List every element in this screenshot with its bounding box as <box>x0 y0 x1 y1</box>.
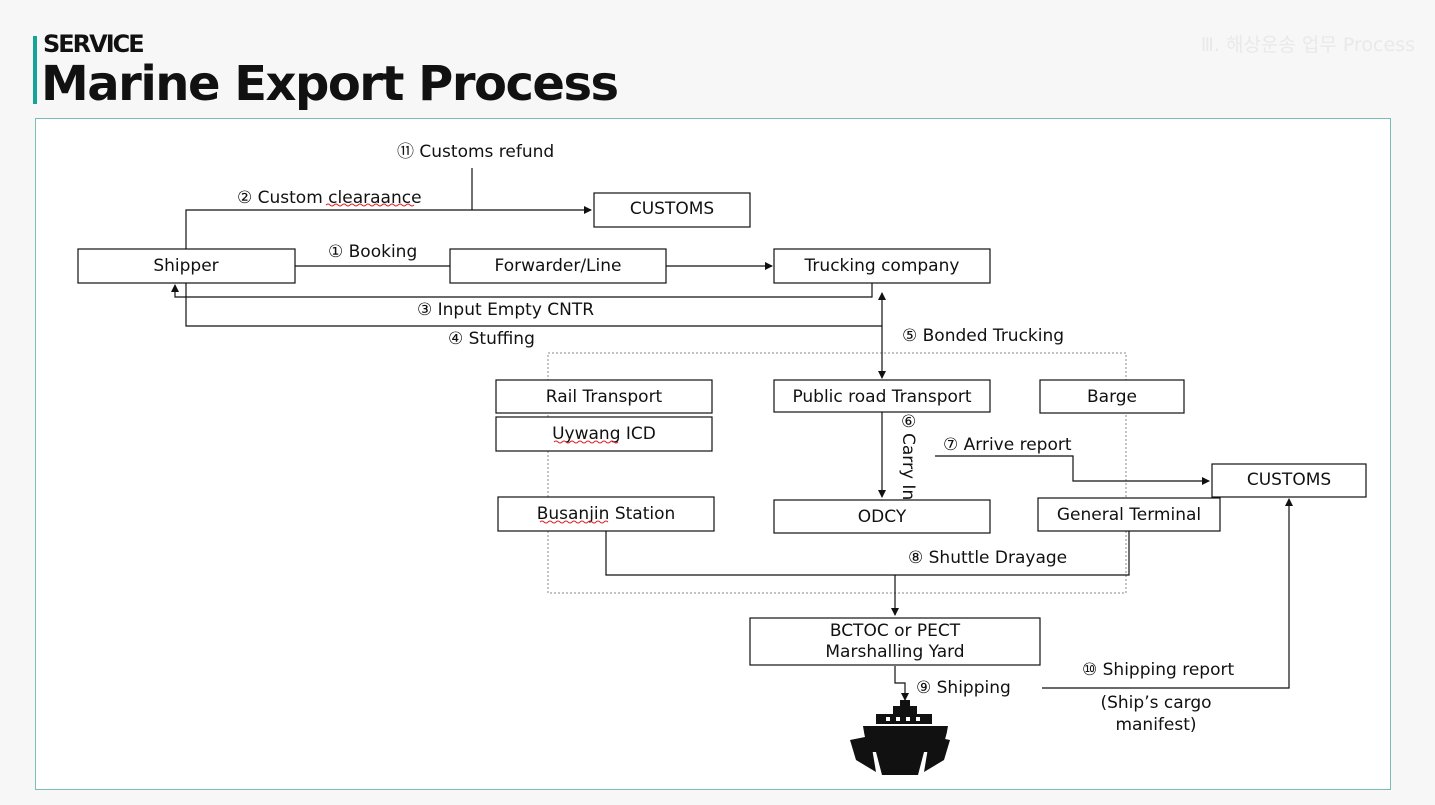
forwarder-text: Forwarder/Line <box>495 256 622 276</box>
rail-transport-box <box>495 379 713 414</box>
customs-refund-label: ⑪ Customs refund <box>397 142 554 162</box>
customs-right-box <box>1211 463 1367 498</box>
shuttle-drayage-connector <box>605 531 1130 576</box>
marshalling-yard-box <box>749 617 1041 666</box>
carry-in-label: Carry In <box>898 433 918 500</box>
input-empty-cntr-label: ③ Input Empty CNTR <box>417 300 594 320</box>
general-terminal-box <box>1037 497 1221 532</box>
general-terminal-text: General Terminal <box>1057 505 1201 525</box>
customs-top-text: CUSTOMS <box>630 199 714 219</box>
rail-transport-text: Rail Transport <box>546 387 663 407</box>
shipping-label: ⑨ Shipping <box>916 678 1011 698</box>
custom-clearance-label: ② Custom clearaance <box>237 188 422 208</box>
terminal-region <box>547 352 1127 594</box>
shipping-report-connector <box>1042 498 1293 689</box>
uywang-icd-text: Uywang ICD <box>552 424 656 444</box>
shuttle-drayage-label: ⑧ Shuttle Drayage <box>908 548 1067 568</box>
odcy-box <box>773 499 991 534</box>
spellcheck-underline <box>325 203 415 207</box>
barge-box <box>1039 379 1185 414</box>
arrive-report-label: ⑦ Arrive report <box>943 435 1072 455</box>
spellcheck-underline <box>539 520 609 524</box>
shipping-connector <box>894 666 909 701</box>
arrive-report-connector <box>935 455 1210 485</box>
marshalling-yard-line2: Marshalling Yard <box>825 642 964 662</box>
booking-label: ① Booking <box>328 242 417 262</box>
clearance-connector <box>185 206 592 249</box>
shipping-report-label: ⑩ Shipping report <box>1082 660 1234 680</box>
empty-cntr-connector <box>171 283 873 298</box>
bonded-trucking-label: ⑤ Bonded Trucking <box>902 326 1064 346</box>
stuffing-connector <box>185 283 882 327</box>
page-title: Marine Export Process <box>41 56 619 112</box>
trucking-company-box <box>773 248 991 284</box>
section-eyebrow: SERVICE <box>43 30 145 58</box>
ship-icon <box>850 700 950 775</box>
marshalling-yard-line1: BCTOC or PECT <box>830 621 961 641</box>
busanjin-station-box <box>497 496 715 532</box>
customs-top-box <box>593 192 751 228</box>
section-label: Ⅲ. 해상운송 업무 Process <box>1200 34 1415 56</box>
manifest-label-line1: (Ship’s cargo <box>1100 693 1211 713</box>
spellcheck-underline <box>553 440 619 444</box>
busanjin-station-text: Busanjin Station <box>537 504 676 524</box>
public-road-text: Public road Transport <box>792 387 971 407</box>
carry-in-number: ⑥ <box>901 412 916 432</box>
shipper-box <box>77 248 296 284</box>
public-road-box <box>773 379 991 413</box>
customs-right-text: CUSTOMS <box>1247 470 1331 490</box>
barge-text: Barge <box>1087 387 1137 407</box>
forwarder-box <box>449 248 667 284</box>
manifest-label-line2: manifest) <box>1115 715 1196 735</box>
diagram-frame <box>35 118 1391 790</box>
trucking-company-text: Trucking company <box>804 256 960 276</box>
title-accent-bar <box>33 36 37 104</box>
uywang-icd-box <box>495 416 713 452</box>
odcy-text: ODCY <box>858 507 907 527</box>
shipper-text: Shipper <box>153 256 218 276</box>
stuffing-label: ④ Stuffing <box>448 329 535 349</box>
